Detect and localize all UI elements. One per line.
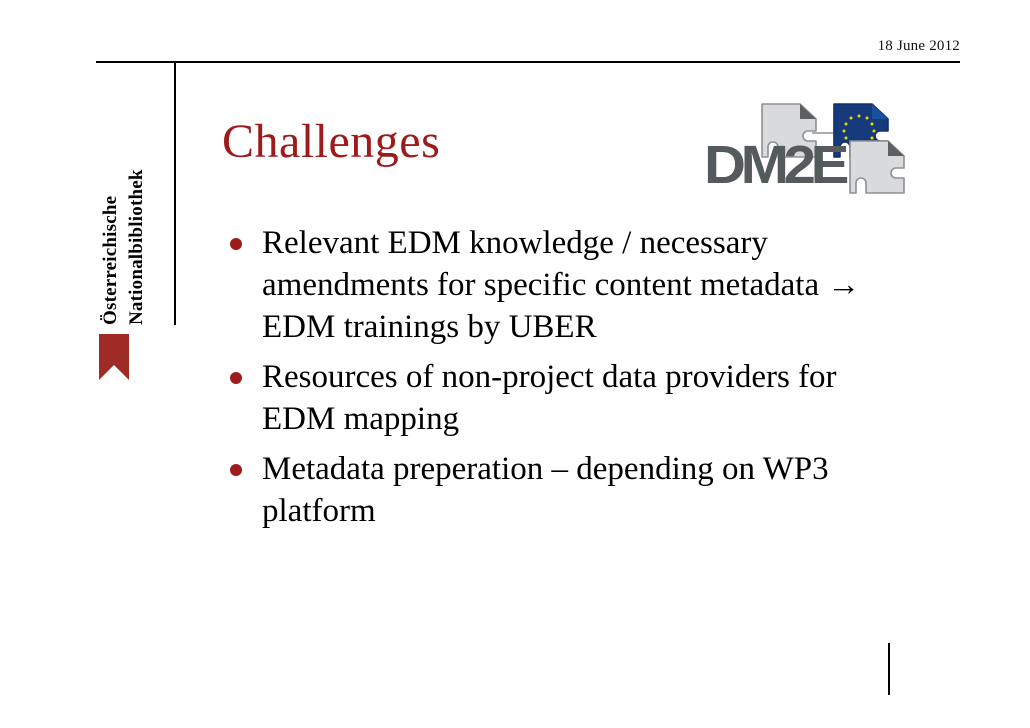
- sidebar-divider-line: [174, 62, 176, 325]
- list-item: Resources of non-project data providers …: [224, 356, 914, 440]
- document-shape-top-left: [761, 103, 817, 158]
- slide-date: 18 June 2012: [877, 38, 960, 54]
- challenges-bullet-list: Relevant EDM knowledge / necessary amend…: [224, 222, 914, 540]
- dm2e-wordmark: DM2E: [704, 135, 847, 195]
- institution-branding: Österreichische Nationalbibliothek: [96, 110, 174, 325]
- footer-divider-line: [888, 643, 890, 695]
- list-item: Relevant EDM knowledge / necessary amend…: [224, 222, 914, 348]
- institution-name-line-1: Österreichische: [100, 195, 121, 325]
- list-item: Metadata preperation – depending on WP3 …: [224, 448, 914, 532]
- institution-name-line-2: Nationalbibliothek: [126, 169, 147, 325]
- page-title: Challenges: [222, 115, 441, 168]
- header-divider-line: [96, 61, 960, 63]
- dm2e-logo: DM2E: [704, 97, 916, 195]
- document-shape-bottom-right: [849, 140, 905, 194]
- bookmark-icon: [99, 334, 129, 380]
